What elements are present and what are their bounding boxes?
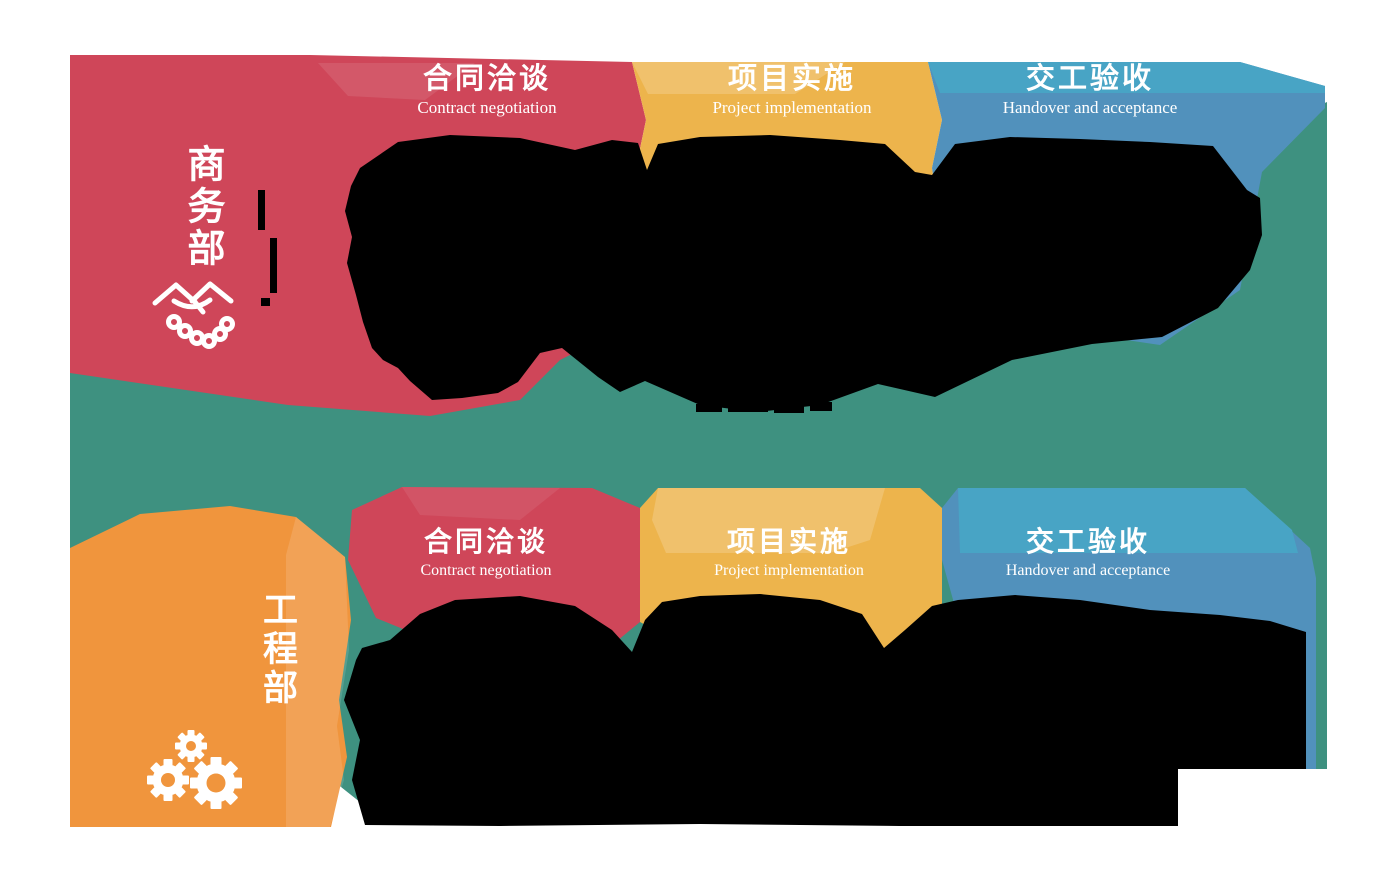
department-label-business: 商务部 xyxy=(181,144,223,270)
department-label-engineering: 工程部 xyxy=(258,591,297,708)
row2-yellow-facet xyxy=(652,488,885,553)
row2-orange-light xyxy=(286,517,349,827)
row1-masked-fringe xyxy=(696,402,832,413)
row2-orange-column xyxy=(70,506,351,827)
row1-masked-fragments xyxy=(258,190,277,306)
gears-icon xyxy=(147,730,242,809)
row1-yellow-facet xyxy=(632,62,845,94)
row1-blue-light-strip xyxy=(928,62,1325,93)
row1-red-facet xyxy=(318,63,475,100)
row2-blue-light-strip xyxy=(958,488,1298,553)
row2-masked-region xyxy=(344,594,1306,826)
row1-masked-region xyxy=(345,135,1262,412)
handshake-icon xyxy=(152,281,235,349)
row2-red-facet xyxy=(402,487,560,520)
